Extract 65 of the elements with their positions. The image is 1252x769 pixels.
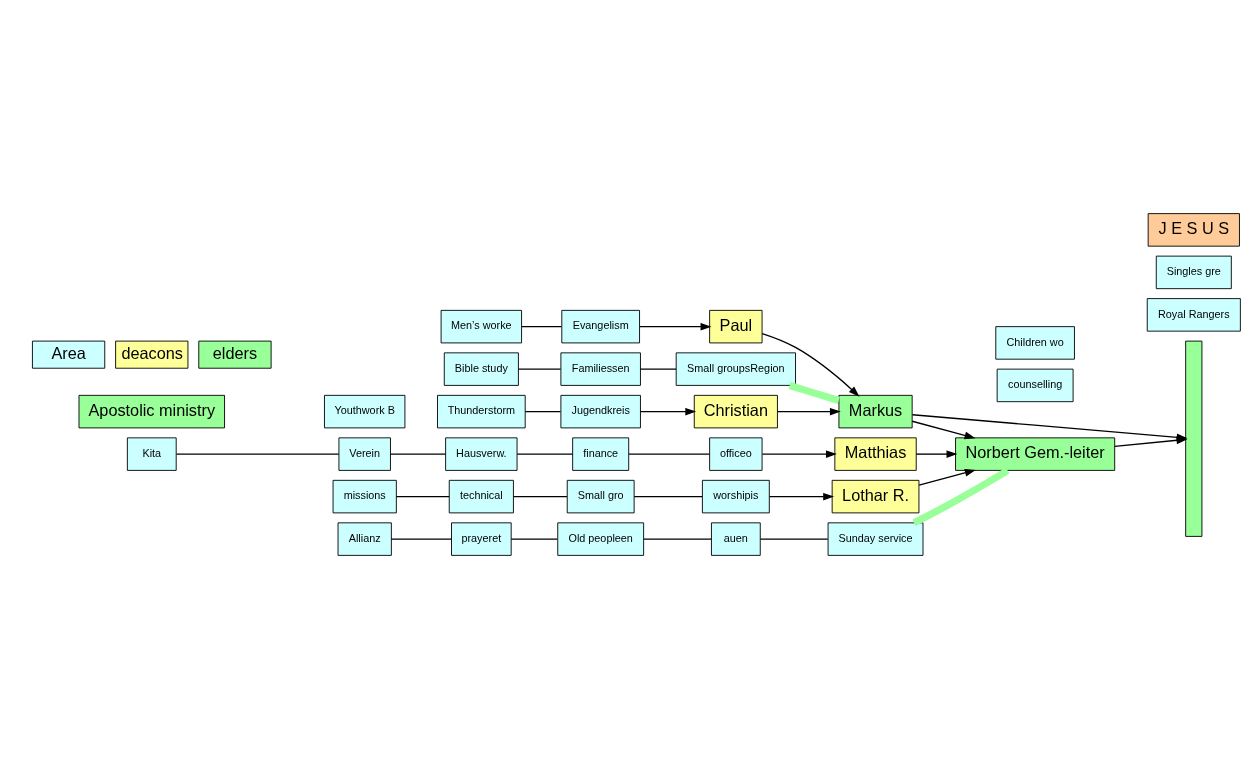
node-box: Sunday service xyxy=(827,522,924,556)
connector xyxy=(175,453,340,455)
arrow xyxy=(768,492,835,501)
legend-label: elders xyxy=(212,343,258,362)
arrow xyxy=(761,450,837,458)
connector xyxy=(643,538,712,540)
node-box: Kita xyxy=(126,437,177,471)
node-box: Apostolic ministry xyxy=(78,394,225,429)
legend-label: Area xyxy=(51,343,86,362)
node-box: Allianz xyxy=(337,522,392,556)
connector xyxy=(639,368,677,370)
node-box: Jugendkreis xyxy=(560,394,641,429)
node-box: Men’s worke xyxy=(440,309,523,344)
connector xyxy=(912,467,1010,526)
node-box: technical xyxy=(448,479,514,514)
connector xyxy=(516,453,574,455)
node-box: Evangelism xyxy=(561,309,640,344)
node-box: counselling xyxy=(996,368,1074,403)
connector xyxy=(628,453,711,455)
arrow xyxy=(915,450,958,458)
connector xyxy=(517,368,562,370)
connector xyxy=(521,325,563,328)
connector xyxy=(390,538,452,540)
node-box: Small groupsRegion xyxy=(675,352,796,386)
arrow xyxy=(911,414,1188,442)
legend-label: deacons xyxy=(121,343,183,362)
node-box: Christian xyxy=(693,394,778,429)
node-box: Thunderstorm xyxy=(437,394,526,429)
arrow xyxy=(639,322,712,331)
node-box: Verein xyxy=(338,437,391,471)
connector xyxy=(524,410,562,413)
node-box: Youthwork B xyxy=(324,394,406,429)
node-box: auen xyxy=(711,522,761,556)
arrow xyxy=(639,407,697,416)
connector xyxy=(759,538,829,540)
node-box: missions xyxy=(332,479,397,514)
node-box: Lothar R. xyxy=(831,479,920,514)
node-box: Small gro xyxy=(566,479,635,514)
node-bar xyxy=(1185,340,1203,537)
node-box: Matthias xyxy=(834,437,917,471)
connector xyxy=(788,382,840,404)
node-box: Singles gre xyxy=(1155,255,1232,290)
node-box: prayeret xyxy=(451,522,512,556)
node-box: Hausverw. xyxy=(445,437,518,471)
arrow xyxy=(761,332,860,397)
arrow xyxy=(918,469,976,486)
node-box: Paul xyxy=(709,309,763,344)
node-box: worshipis xyxy=(701,479,770,514)
connector xyxy=(510,538,558,540)
arrow xyxy=(777,407,841,416)
node-box: Familiessen xyxy=(560,352,641,386)
node-box: Royal Rangers xyxy=(1146,298,1241,332)
connector xyxy=(633,495,703,498)
connector xyxy=(389,453,447,455)
node-box: Children wo xyxy=(995,326,1075,360)
connector xyxy=(513,495,568,498)
node-box: finance xyxy=(572,437,630,471)
arrow xyxy=(911,420,976,440)
node-box: J E S U S xyxy=(1147,213,1240,247)
node-box: Markus xyxy=(838,394,913,429)
node-box: officeo xyxy=(709,437,763,471)
node-box: Bible study xyxy=(443,352,519,386)
node-box: Old peopleen xyxy=(557,522,645,556)
connector xyxy=(395,495,450,498)
node-box: Norbert Gem.-leiter xyxy=(955,437,1116,471)
